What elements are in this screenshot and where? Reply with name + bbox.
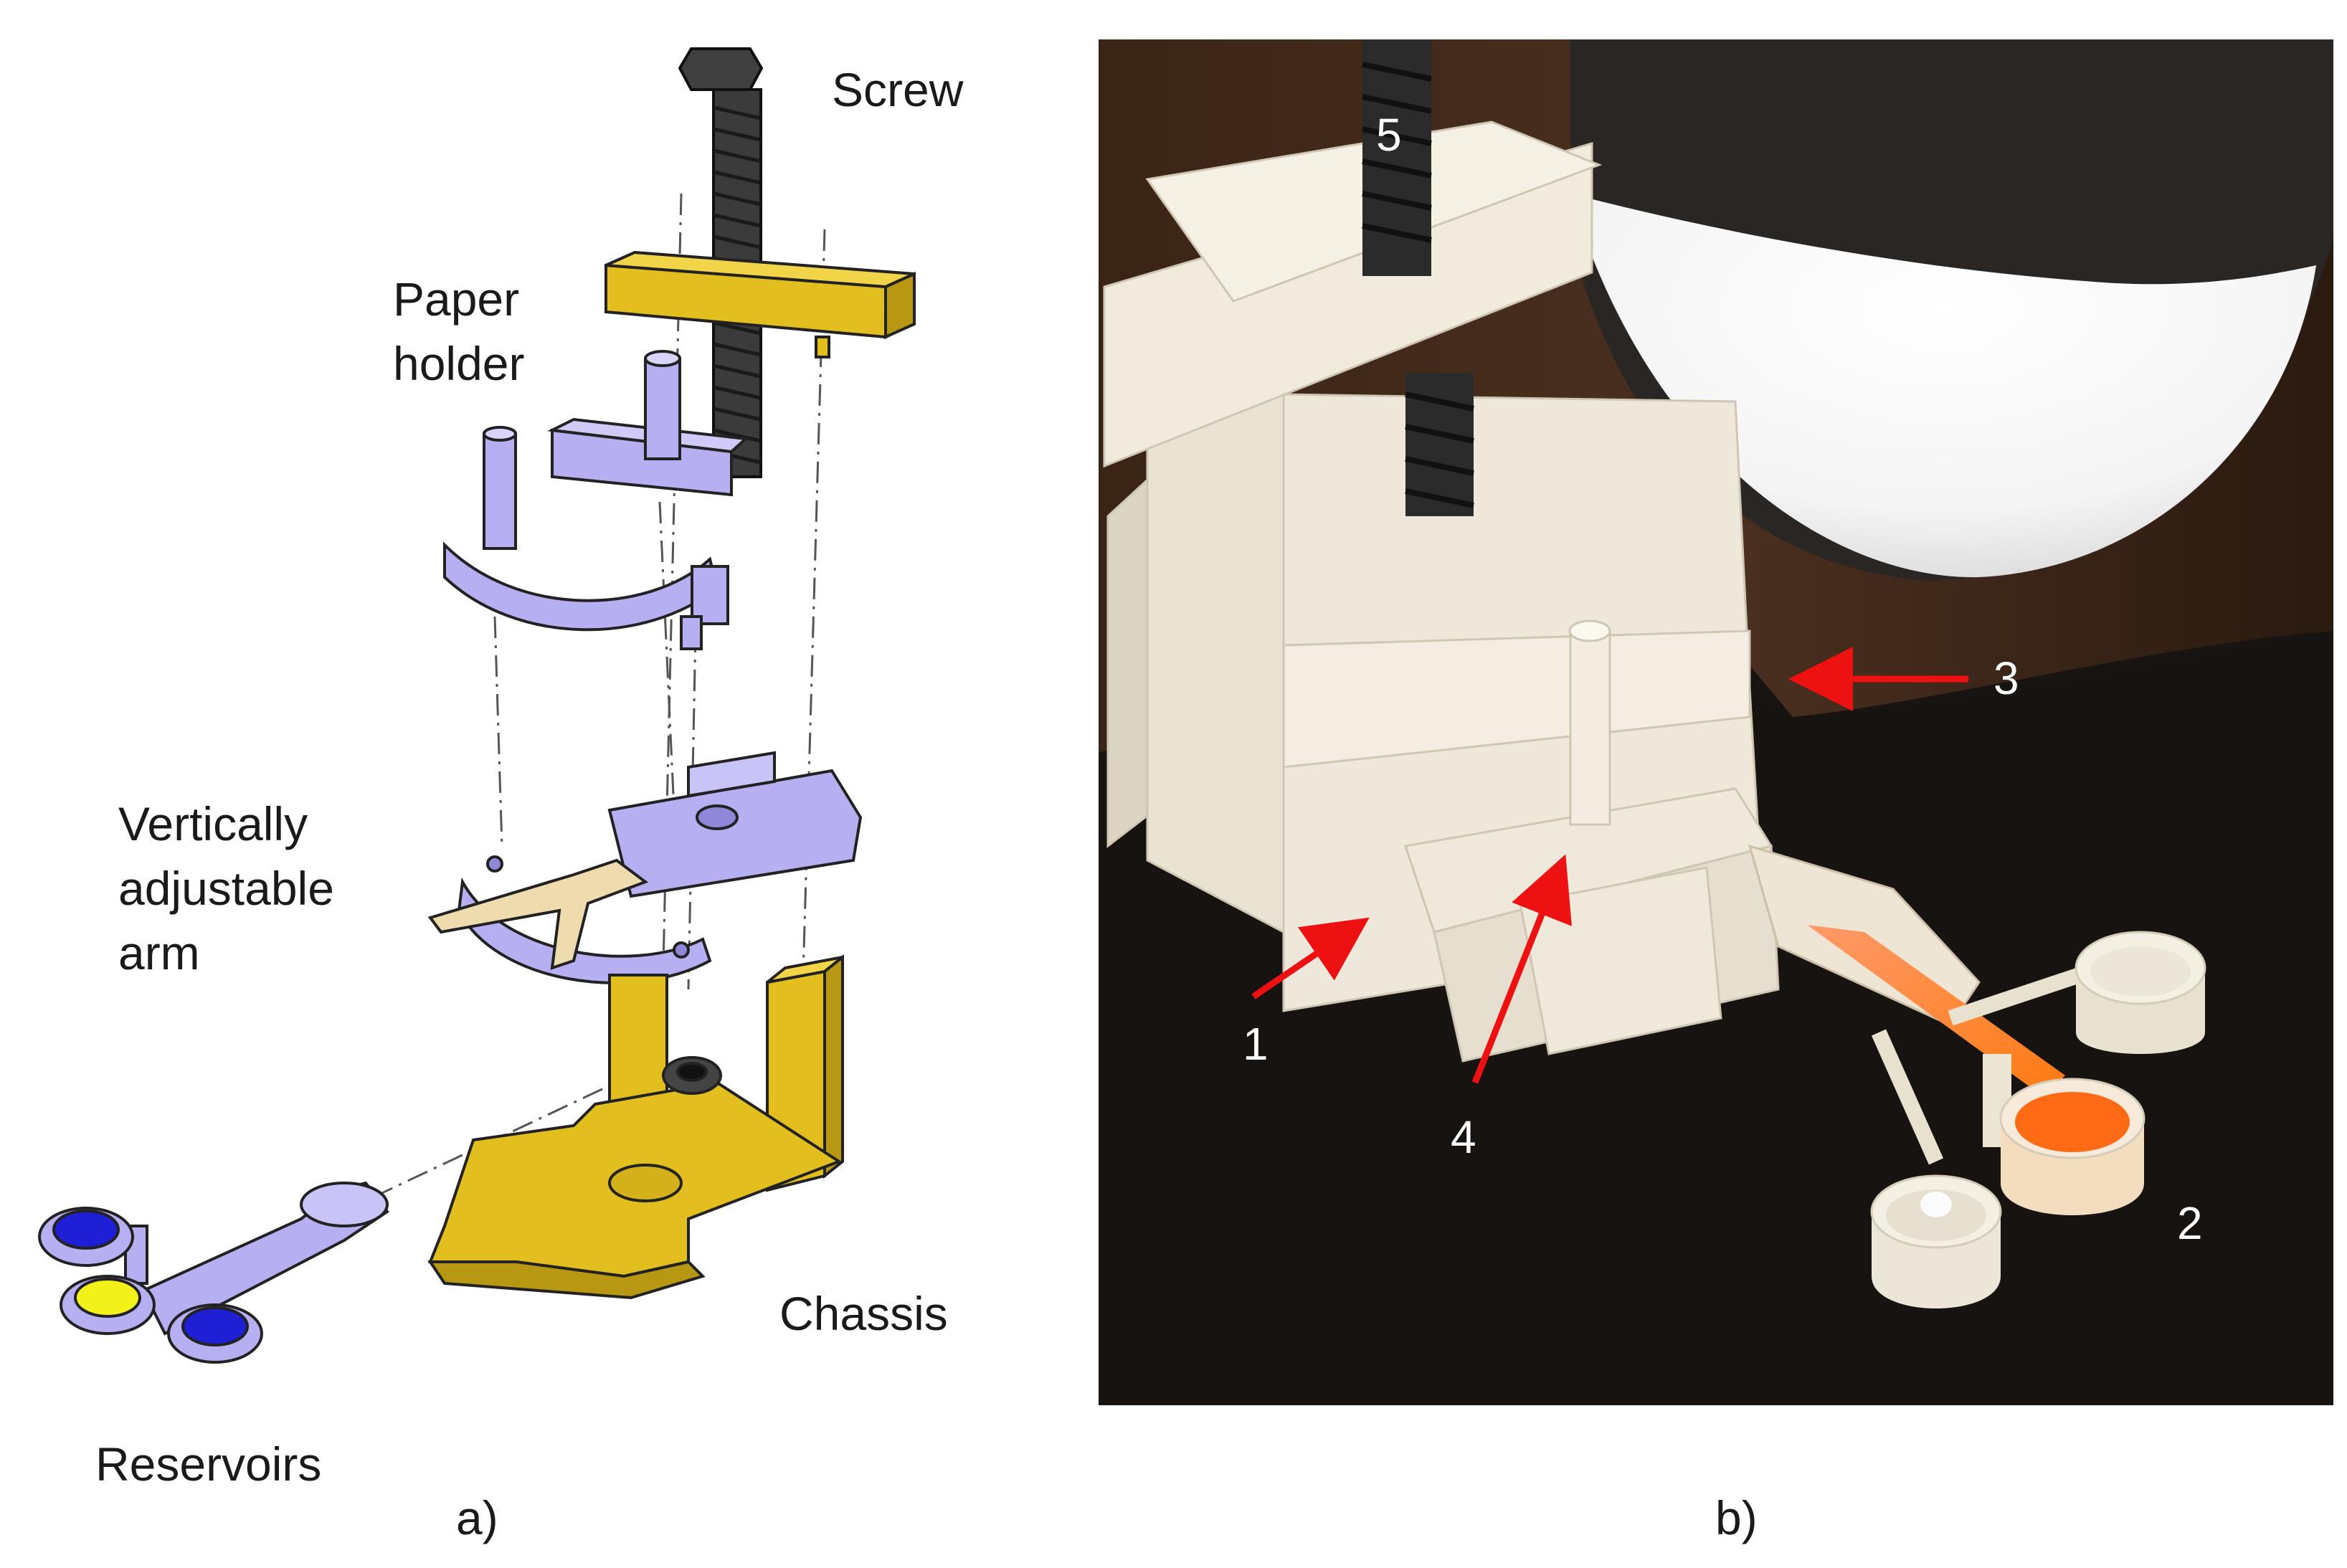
panel-a-exploded-view: Screw Paper holder Vertically adjustable… <box>38 47 964 1544</box>
photo-paper-and-reservoirs <box>1748 844 2206 1308</box>
photo-reservoir-left <box>1870 1174 2002 1308</box>
callout-3: 3 <box>1993 652 2019 704</box>
caption-panel-a: a) <box>456 1491 498 1544</box>
arrow-1 <box>1251 917 1370 999</box>
chassis-part <box>427 954 844 1300</box>
label-paper-holder-line1: Paper <box>393 272 519 326</box>
panel-b-photo: 1 2 3 4 5 b) <box>1099 39 2333 1544</box>
top-bar-part <box>604 250 916 358</box>
arrow-4 <box>1471 854 1572 1084</box>
callout-2: 2 <box>2177 1197 2203 1249</box>
paper-holder-part <box>443 350 749 650</box>
label-arm-line1: Vertically <box>118 797 308 850</box>
label-arm-line2: adjustable <box>118 862 334 915</box>
label-reservoirs: Reservoirs <box>95 1438 321 1491</box>
caption-panel-b: b) <box>1715 1491 1758 1544</box>
callout-4: 4 <box>1451 1111 1476 1163</box>
label-chassis: Chassis <box>779 1287 948 1340</box>
reservoirs-part <box>38 1181 389 1364</box>
label-arm-line3: arm <box>118 926 200 979</box>
label-screw: Screw <box>832 63 964 116</box>
photo-reservoir-right <box>2075 931 2206 1054</box>
callout-arrows <box>1251 647 1968 1084</box>
label-paper-holder-line2: holder <box>393 337 524 390</box>
callout-1: 1 <box>1243 1018 1269 1070</box>
callout-5: 5 <box>1376 109 1402 161</box>
adjustable-arm-part <box>427 751 863 984</box>
photo-reservoir-sample <box>1999 1078 2146 1215</box>
photo-screw <box>1362 39 1474 516</box>
